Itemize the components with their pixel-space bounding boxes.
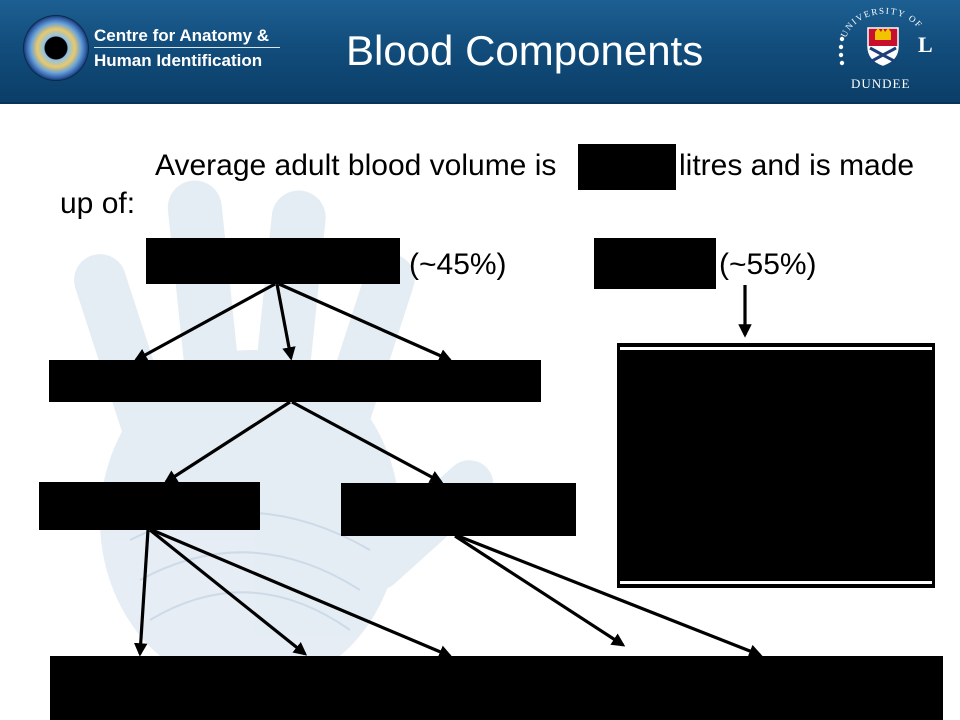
org-name-line2: Human Identification [94, 51, 263, 70]
cells-percent-label: (~45%) [409, 248, 507, 281]
redacted-cell-list-box [50, 656, 943, 720]
redacted-subtype-right-box [341, 483, 576, 536]
arrow-cells-to-types-left [133, 282, 276, 362]
eye-iris-logo-icon [24, 16, 88, 80]
redacted-volume [578, 144, 676, 190]
university-crest-icon [867, 27, 899, 66]
slide-header: Centre for Anatomy & Human Identificatio… [0, 0, 960, 104]
redacted-cells-label [146, 238, 400, 284]
arrow-types-to-subtype-right [291, 400, 444, 484]
arrow-left-sub-1 [133, 529, 150, 657]
arrow-left-sub-2 [149, 528, 308, 656]
redacted-cell-types-box [49, 360, 541, 402]
arrow-cells-to-types-mid [275, 283, 296, 361]
redacted-plasma-label [594, 238, 716, 289]
intro-line1-start: Average adult blood volume is [155, 149, 557, 182]
org-name-divider [94, 47, 280, 48]
plasma-percent-label: (~55%) [719, 248, 817, 281]
arrow-cells-to-types-right [278, 282, 453, 362]
org-name-line1: Centre for Anatomy & [94, 26, 270, 45]
intro-line1-end: litres and is made [679, 149, 915, 182]
plasma-box-bottom-rule [620, 581, 932, 584]
intro-line2: up of: [60, 187, 136, 220]
redacted-plasma-contents-box [617, 343, 935, 588]
arrow-left-sub-3 [151, 528, 453, 659]
arrow-right-sub-2 [457, 534, 763, 658]
university-name: DUNDEE [851, 76, 911, 91]
redacted-subtype-left-box [39, 482, 260, 530]
university-dots-icon [838, 36, 845, 66]
page-title: Blood Components [346, 27, 704, 74]
university-emblem-l: L [918, 32, 933, 57]
arrow-types-to-subtype-left [163, 400, 291, 484]
arrow-right-sub-1 [454, 534, 626, 647]
plasma-box-top-rule [620, 347, 932, 350]
